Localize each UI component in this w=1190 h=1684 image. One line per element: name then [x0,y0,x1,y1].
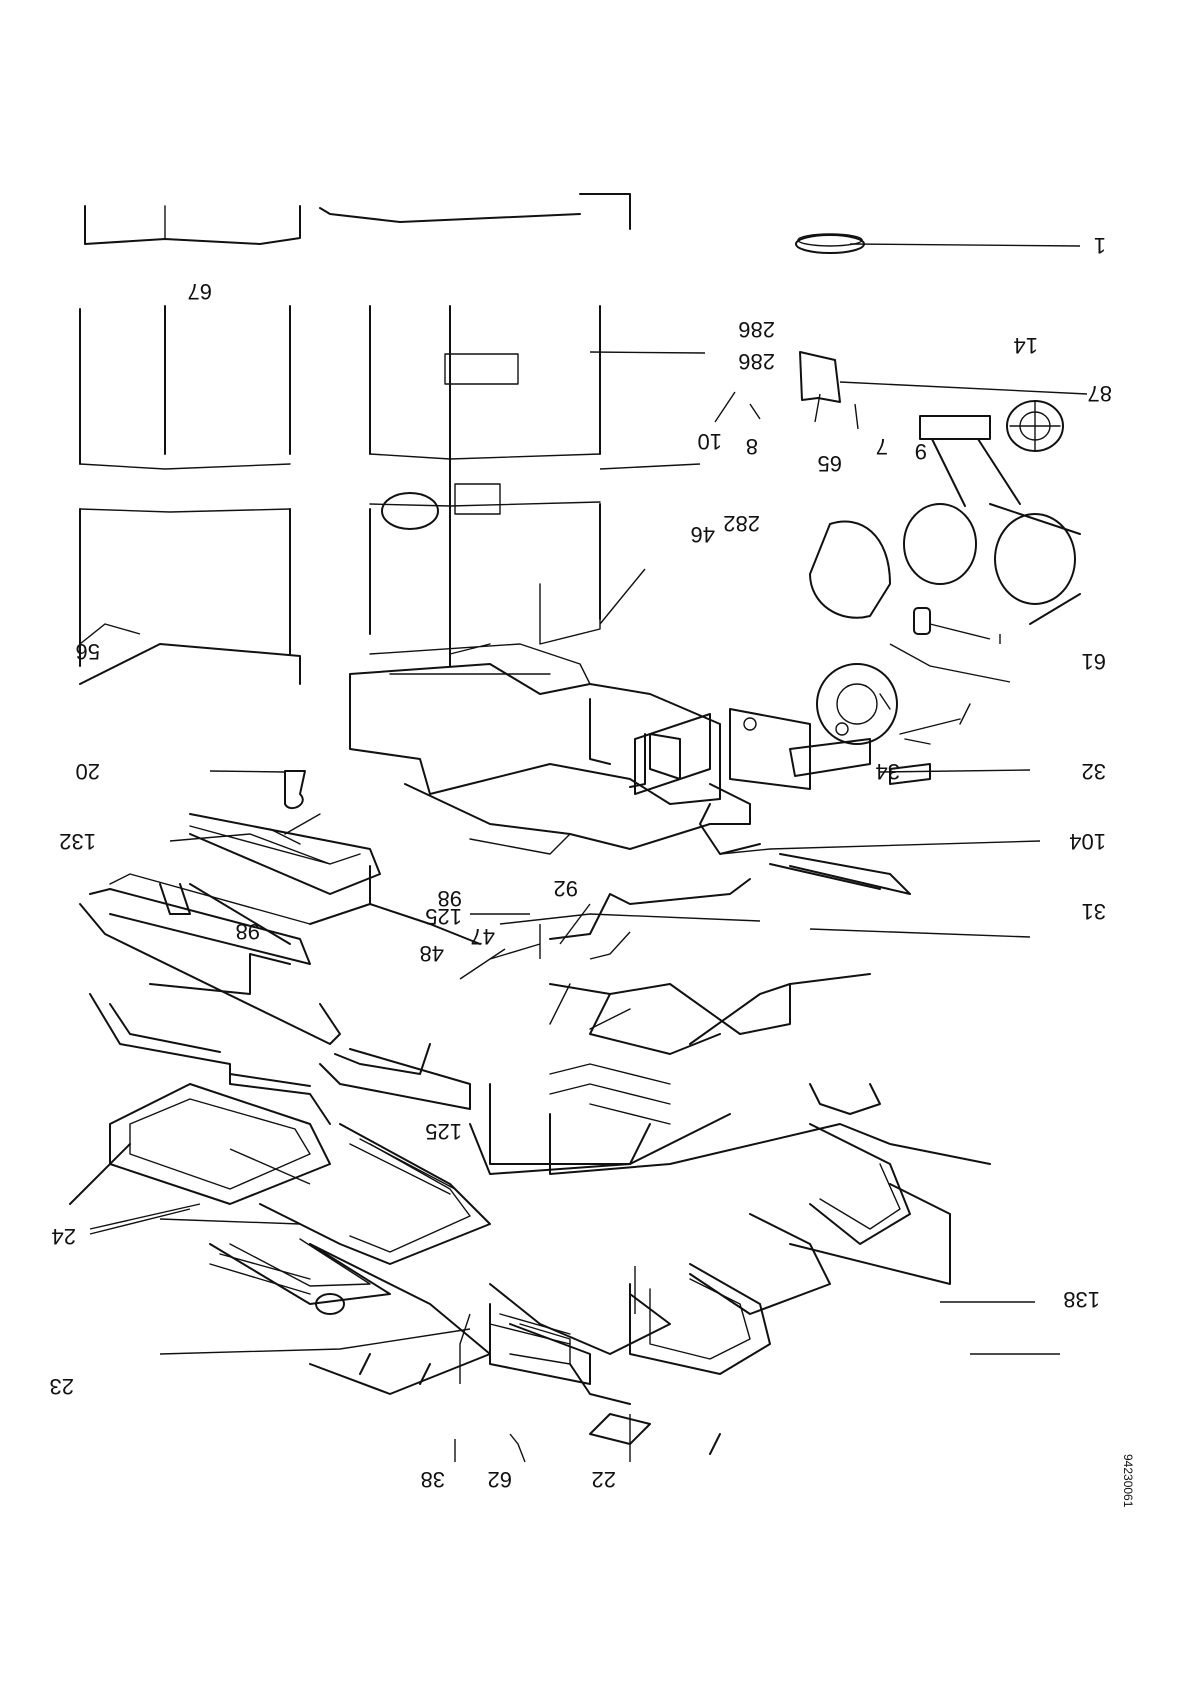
callout-104: 104 [1069,829,1106,854]
callout-7: 7 [876,434,888,459]
diagram-geometry [69,193,1081,1455]
callout-286: 286 [738,349,775,374]
callout-47: 47 [471,924,495,949]
callout-56: 56 [76,639,100,664]
callout-48: 48 [420,941,444,966]
callout-98-small: 98 [438,886,462,911]
callout-87: 87 [1088,381,1112,406]
callout-46: 46 [691,522,715,547]
callout-125: 125 [425,1119,462,1144]
callout-286-faint: 286 [738,317,775,342]
callout-22: 22 [592,1467,616,1492]
leader-lines [79,243,1088,1463]
callout-24: 24 [52,1224,76,1249]
filter-hatching [209,1063,671,1345]
callout-132: 132 [59,829,96,854]
callout-98: 98 [236,919,260,944]
callout-1: 1 [1094,233,1106,258]
callout-9: 9 [915,439,927,464]
callout-32: 32 [1082,759,1106,784]
callout-61: 61 [1082,649,1106,674]
callout-65: 65 [818,451,842,476]
callout-10: 10 [698,429,722,454]
callout-23: 23 [50,1374,74,1399]
callout-38: 38 [421,1467,445,1492]
callout-31: 31 [1082,899,1106,924]
callout-labels: 1 14 286 286 87 10 8 65 7 9 46 282 67 56… [50,233,1135,1508]
callout-34: 34 [876,759,900,784]
callout-8: 8 [746,434,758,459]
callout-92: 92 [554,876,578,901]
callout-125-small: 125 [425,904,462,929]
callout-67: 67 [188,279,212,304]
callout-138: 138 [1063,1287,1100,1312]
callout-14: 14 [1014,333,1038,358]
callout-62: 62 [488,1467,512,1492]
callout-282: 282 [723,511,760,536]
drawing-code: 94230061 [1121,1454,1135,1508]
callout-20: 20 [76,759,100,784]
